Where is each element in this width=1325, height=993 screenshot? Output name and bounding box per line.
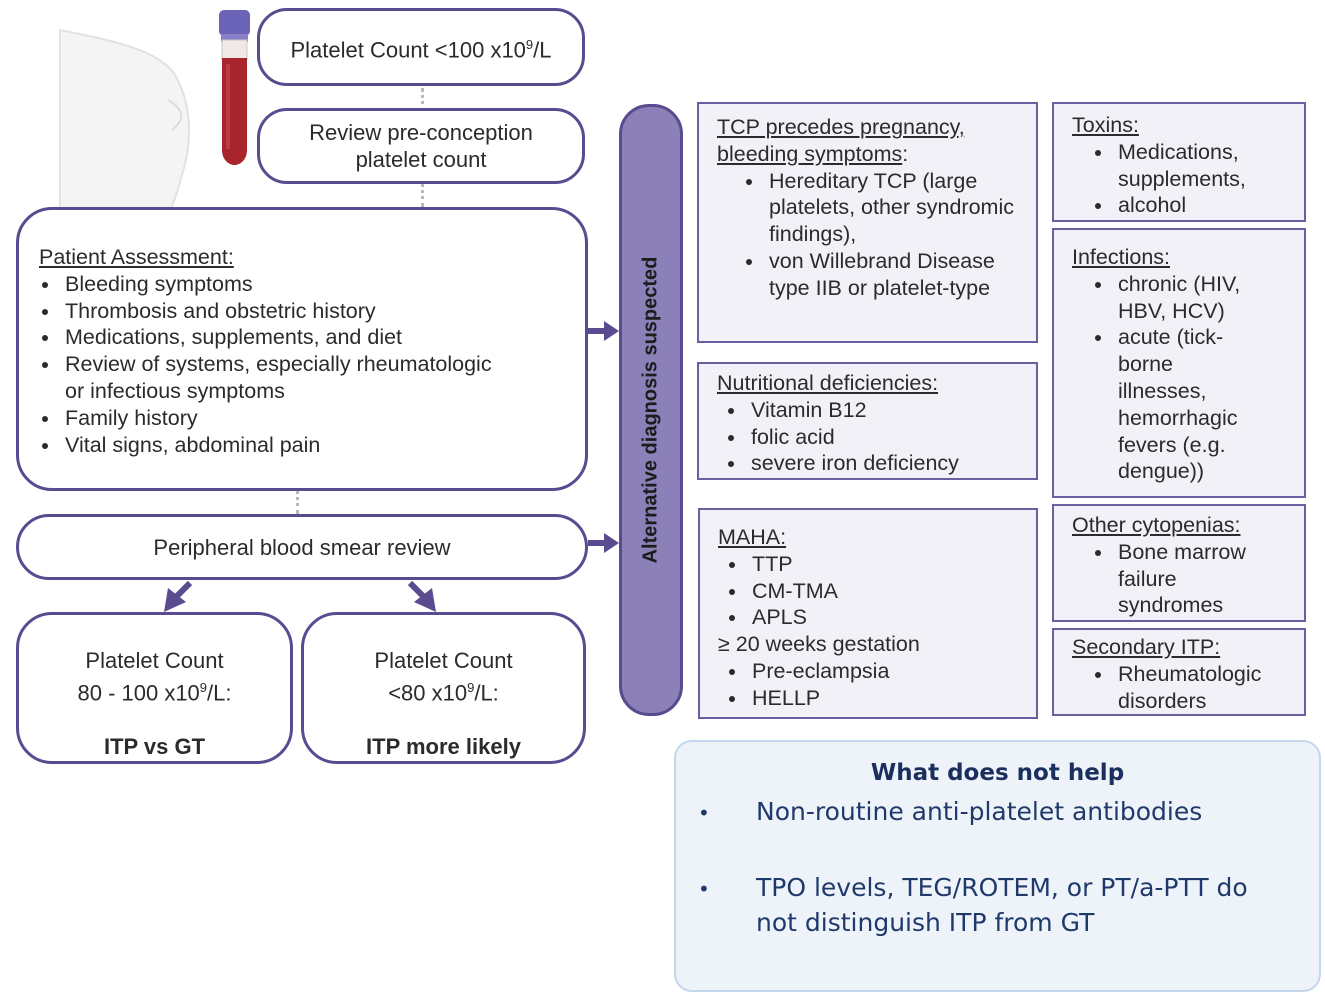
assessment-list: Bleeding symptoms Thrombosis and obstetr… xyxy=(39,271,567,459)
result-left-line2: 80 - 100 x109/L: xyxy=(77,680,232,706)
review-line-1: Review pre-conception xyxy=(309,120,533,145)
toxins-box: Toxins: Medications, supplements, alcoho… xyxy=(1052,102,1306,222)
help-bullet: • xyxy=(698,801,710,825)
nutritional-box: Nutritional deficiencies: Vitamin B12 fo… xyxy=(697,362,1038,480)
secondary-itp-box: Secondary ITP: Rheumatologic disorders xyxy=(1052,628,1306,716)
infections-item: chronic (HIV, HBV, HCV) xyxy=(1114,271,1264,325)
review-preconception-pill: Review pre-conception platelet count xyxy=(257,108,585,184)
assessment-item: Family history xyxy=(61,405,567,432)
arrow-to-right-result xyxy=(407,580,436,612)
alternative-diagnosis-bar: Alternative diagnosis suspected xyxy=(619,104,683,716)
cytopenias-item: Bone marrow failure syndromes xyxy=(1114,539,1274,619)
help-bullet: • xyxy=(698,877,710,901)
maha-item: CM-TMA xyxy=(748,578,1024,605)
blood-smear-pill: Peripheral blood smear review xyxy=(16,514,588,580)
help-item: Non-routine anti-platelet antibodies xyxy=(756,797,1203,826)
nutritional-list: Vitamin B12 folic acid severe iron defic… xyxy=(717,397,1024,477)
infections-list: chronic (HIV, HBV, HCV) acute (tick-born… xyxy=(1072,271,1264,485)
secondary-itp-item: Rheumatologic disorders xyxy=(1114,661,1292,715)
nutritional-item: severe iron deficiency xyxy=(747,450,1024,477)
tcp-item: Hereditary TCP (large platelets, other s… xyxy=(765,168,1024,248)
nutritional-title: Nutritional deficiencies: xyxy=(717,371,939,395)
maha-gestation-item: Pre-eclampsia xyxy=(748,658,1024,685)
result-itp-likely-box: Platelet Count <80 x109/L: ITP more like… xyxy=(301,612,586,764)
patient-assessment-box: Patient Assessment: Bleeding symptoms Th… xyxy=(16,207,588,491)
help-title: What does not help xyxy=(870,760,1125,786)
cytopenias-list: Bone marrow failure syndromes xyxy=(1072,539,1274,619)
pregnant-silhouette-icon xyxy=(59,28,190,211)
assessment-item: Review of systems, especially rheumatolo… xyxy=(61,351,495,405)
result-left-line1: Platelet Count xyxy=(85,648,224,673)
assessment-title: Patient Assessment: xyxy=(39,245,234,269)
tcp-item: von Willebrand Disease type IIB or plate… xyxy=(765,248,1024,302)
maha-gestation-item: HELLP xyxy=(748,685,1024,712)
maha-title: MAHA: xyxy=(718,525,787,549)
nutritional-item: folic acid xyxy=(747,424,1024,451)
nutritional-item: Vitamin B12 xyxy=(747,397,1024,424)
result-left-verdict: ITP vs GT xyxy=(103,734,206,760)
maha-item: APLS xyxy=(748,604,1024,631)
result-itp-vs-gt-box: Platelet Count 80 - 100 x109/L: ITP vs G… xyxy=(16,612,293,764)
blood-smear-text: Peripheral blood smear review xyxy=(153,534,451,560)
toxins-list: Medications, supplements, alcohol xyxy=(1072,139,1292,219)
cytopenias-title: Other cytopenias: xyxy=(1072,513,1241,537)
result-right-line1: Platelet Count xyxy=(374,648,513,673)
alternative-diagnosis-text: Alternative diagnosis suspected xyxy=(639,256,662,564)
arrow-to-left-result xyxy=(164,580,193,612)
tcp-list: Hereditary TCP (large platelets, other s… xyxy=(717,168,1024,302)
tcp-title: TCP precedes pregnancy, bleeding symptom… xyxy=(717,115,965,166)
secondary-itp-list: Rheumatologic disorders xyxy=(1072,661,1292,715)
result-right-line2: <80 x109/L: xyxy=(388,680,499,706)
maha-gestation-heading: ≥ 20 weeks gestation xyxy=(718,632,920,657)
maha-item: TTP xyxy=(748,551,1024,578)
infections-box: Infections: chronic (HIV, HBV, HCV) acut… xyxy=(1052,228,1306,498)
what-does-not-help-box: What does not help • Non-routine anti-pl… xyxy=(674,740,1321,992)
toxins-item: alcohol xyxy=(1114,192,1292,219)
platelet-threshold-text: Platelet Count <100 x109/L xyxy=(290,36,552,63)
help-item: TPO levels, TEG/ROTEM, or PT/a-PTT do no… xyxy=(756,873,1248,937)
tcp-box: TCP precedes pregnancy, bleeding symptom… xyxy=(697,102,1038,343)
toxins-title: Toxins: xyxy=(1072,113,1139,137)
arrow-assessment-to-bar xyxy=(588,321,619,341)
arrow-smear-to-bar xyxy=(588,533,619,553)
blood-tube-icon xyxy=(219,10,250,165)
assessment-item: Vital signs, abdominal pain xyxy=(61,432,567,459)
connector-dotted xyxy=(296,490,299,514)
assessment-item: Bleeding symptoms xyxy=(61,271,567,298)
platelet-threshold-pill: Platelet Count <100 x109/L xyxy=(257,8,585,86)
cytopenias-box: Other cytopenias: Bone marrow failure sy… xyxy=(1052,504,1306,622)
connector-dotted xyxy=(421,88,424,112)
connector-dotted xyxy=(421,183,424,207)
review-line-2: platelet count xyxy=(355,147,487,172)
maha-gestation-list: Pre-eclampsia HELLP xyxy=(718,658,1024,712)
infections-title: Infections: xyxy=(1072,245,1170,269)
toxins-item: Medications, supplements, xyxy=(1114,139,1292,193)
secondary-itp-title: Secondary ITP: xyxy=(1072,635,1221,659)
maha-box: MAHA: TTP CM-TMA APLS ≥ 20 weeks gestati… xyxy=(698,508,1038,719)
maha-list: TTP CM-TMA APLS xyxy=(718,551,1024,631)
infections-item: acute (tick-borne illnesses, hemorrhagic… xyxy=(1114,324,1264,485)
assessment-item: Thrombosis and obstetric history xyxy=(61,298,567,325)
result-right-verdict: ITP more likely xyxy=(366,734,521,760)
assessment-item: Medications, supplements, and diet xyxy=(61,324,567,351)
